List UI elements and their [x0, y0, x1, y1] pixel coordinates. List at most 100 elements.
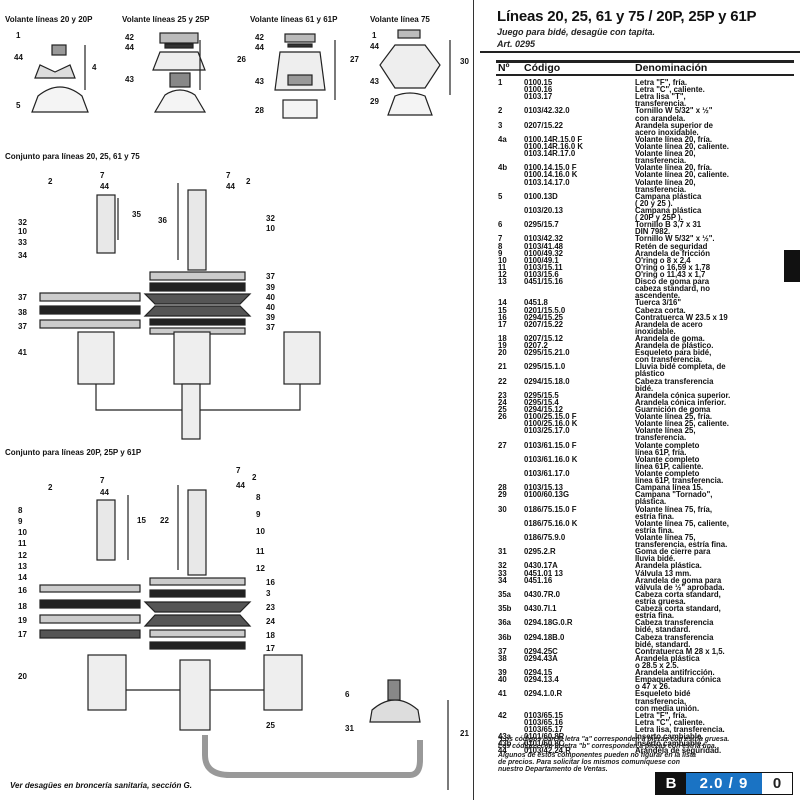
part-description: Contratuerca W 23.5 x 19 — [635, 312, 728, 322]
part-description: Tornillo B 3,7 x 31 — [635, 220, 702, 230]
table-top-rule — [496, 60, 794, 63]
part-code: 0100.14.16.0 K — [524, 170, 578, 180]
callout-number: 8 — [256, 493, 261, 502]
callout-number: 7 — [100, 476, 105, 485]
callout-number: 39 — [266, 313, 275, 322]
assembly-2-title: Conjunto para líneas 20P, 25P y 61P — [5, 448, 142, 457]
table-row: válvula de ½" aprobada. — [498, 583, 798, 591]
part-number: 35b — [498, 604, 512, 614]
callout-number: 39 — [266, 283, 275, 292]
part-description: bidé. — [635, 383, 654, 393]
table-row: acero inoxidable. — [498, 128, 798, 136]
part-code: 0100/60.13G — [524, 490, 570, 500]
table-row: DIN 7982. — [498, 228, 798, 236]
callout-number: 44 — [370, 42, 379, 51]
part-code: 0294.15 — [524, 668, 553, 678]
callout-number: 31 — [345, 724, 354, 733]
part-description: Volante línea 75, fría, — [635, 504, 712, 514]
table-row: transferencia. — [498, 185, 798, 193]
part-code: 0451.16 — [524, 575, 553, 585]
table-row: estría fina. — [498, 612, 798, 620]
part-number: 7 — [498, 234, 503, 244]
callout-number: 19 — [18, 616, 27, 625]
part-number: 44 — [498, 746, 507, 756]
callout-number: 3 — [266, 589, 271, 598]
part-description: Campana línea 15. — [635, 483, 704, 493]
part-code: 0294.18B.0 — [524, 632, 565, 642]
part-number: 4b — [498, 163, 508, 173]
part-number: 43b — [498, 739, 512, 749]
callout-number: 43 — [370, 77, 379, 86]
part-code: 0186/75.16.0 K — [524, 518, 578, 528]
callout-labels: 1444542442643424427432814430432927443532… — [14, 31, 469, 738]
callout-number: 30 — [460, 57, 469, 66]
callout-number: 44 — [226, 182, 235, 191]
callout-number: 5 — [16, 101, 21, 110]
callout-number: 27 — [350, 55, 359, 64]
part-number: 43a — [498, 732, 512, 742]
part-description: estría fina. — [635, 525, 674, 535]
callout-number: 34 — [18, 251, 27, 260]
part-description: Tornillo W 5/32" x ½" — [635, 106, 713, 116]
callout-number: 37 — [18, 293, 27, 302]
part-code: 0451.01 13 — [524, 568, 564, 578]
part-description: Arandela superior de — [635, 120, 713, 130]
part-description: Arandela plástica. — [635, 561, 702, 571]
part-number: 2 — [498, 106, 503, 116]
part-code: 0103/41.48 — [524, 241, 564, 251]
part-description: Letra lisa "T", — [635, 92, 686, 102]
callout-number: 44 — [100, 182, 109, 191]
part-description: Letra "F", fría. — [635, 78, 688, 87]
part-code: 0207.2 — [524, 341, 548, 351]
part-code: 0100.14R.16.0 K — [524, 141, 583, 151]
part-number: 35a — [498, 589, 512, 599]
part-code: 0295/15.7 — [524, 220, 559, 230]
part-number: 6 — [498, 220, 503, 230]
part-number: 36b — [498, 632, 512, 642]
part-number: 12 — [498, 269, 507, 279]
part-code: 0101/60.8R — [524, 732, 565, 742]
table-row: línea 61P, caliente. — [498, 462, 798, 470]
page-subtitle: Juego para bidé, desagüe con tapita. — [497, 27, 656, 37]
part-description: Campana "Tornado", — [635, 490, 713, 500]
callout-number: 17 — [266, 644, 275, 653]
part-description: Arandela de goma. — [635, 333, 705, 343]
part-number: 38 — [498, 653, 507, 663]
part-description: Letra lisa, transferencia. — [635, 724, 725, 734]
table-row: ( 20 y 25 ). — [498, 198, 798, 208]
part-code: 0207/15.22 — [524, 319, 564, 329]
part-description: transferencia. — [635, 156, 687, 166]
part-description: línea 61P, transferencia. — [635, 476, 724, 486]
part-description: Volante línea 20, fría. — [635, 134, 712, 144]
part-number: 1 — [498, 78, 503, 87]
callout-number: 42 — [255, 33, 264, 42]
part-number: 17 — [498, 319, 507, 329]
table-row: cabeza standard, no — [498, 285, 798, 293]
callout-number: 41 — [18, 348, 27, 357]
part-description: Arandela de acero — [635, 319, 703, 329]
callout-number: 38 — [18, 308, 27, 317]
table-row: transferencia. — [498, 434, 798, 442]
part-code: 0100.13D — [524, 191, 558, 201]
header-rule — [480, 51, 800, 53]
part-code: 0430.7R.0 — [524, 589, 560, 599]
part-description: ( 20 y 25 ). — [635, 198, 673, 208]
part-description: plástica. — [635, 497, 667, 507]
part-description: Arandela cónica inferior. — [635, 397, 726, 407]
part-description: Contratuerca M 28 x 1,5. — [635, 646, 725, 656]
part-number: 39 — [498, 668, 507, 678]
part-description: lluvia bidé. — [635, 554, 676, 564]
callout-number: 44 — [125, 43, 134, 52]
availability-note-1: Algunos de estos componentes pueden no f… — [498, 752, 696, 759]
part-code: 0294.25C — [524, 646, 558, 656]
